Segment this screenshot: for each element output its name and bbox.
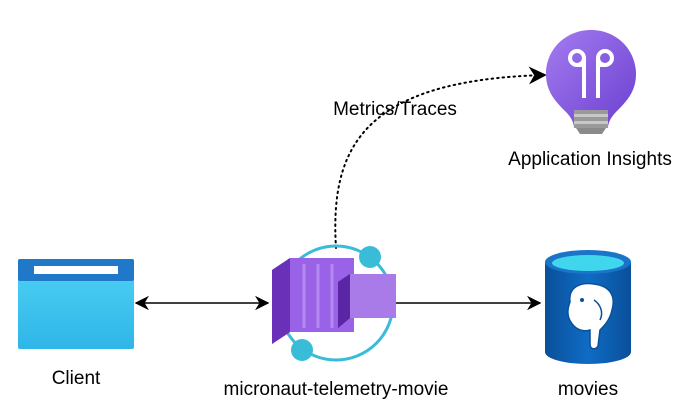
browser-window-icon bbox=[18, 259, 134, 349]
lightbulb-icon bbox=[546, 30, 636, 134]
postgresql-database-icon bbox=[545, 250, 631, 364]
node-label-service: micronaut-telemetry-movie bbox=[223, 379, 449, 400]
edge-label-metrics-traces: Metrics/Traces bbox=[333, 99, 457, 120]
node-label-client: Client bbox=[51, 368, 101, 389]
node-label-insights: Application Insights bbox=[508, 149, 672, 170]
container-app-icon bbox=[272, 244, 396, 362]
node-label-database: movies bbox=[557, 379, 619, 400]
edge-service-insights bbox=[334, 66, 547, 249]
